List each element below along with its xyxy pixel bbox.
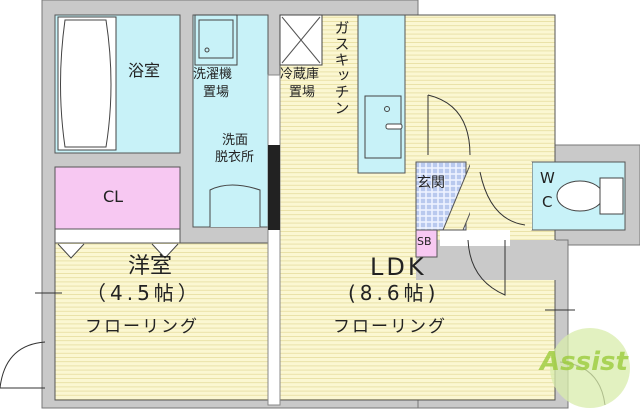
ldk-size: (8.6帖) — [348, 281, 440, 305]
gas-kitchen-label: ガスキッチン — [332, 20, 351, 116]
western-room-floor-label: フローリング — [85, 317, 199, 337]
bathroom-label: 浴室 — [128, 61, 161, 80]
washbasin — [209, 184, 261, 227]
closet — [54, 166, 181, 230]
western-room-size: （4.5帖） — [86, 281, 202, 305]
west-door — [0, 341, 46, 389]
logo-text: Assist — [540, 347, 628, 377]
washer-space — [194, 14, 238, 66]
ldk-floor-label: フローリング — [333, 317, 447, 337]
assist-logo — [550, 328, 630, 408]
entrance-label: 玄関 — [417, 175, 445, 191]
washer-label-1: 洗濯機 — [193, 67, 233, 82]
fridge-label-1: 冷蔵庫 — [280, 67, 320, 82]
wc-label-1: W — [540, 169, 555, 187]
fridge-label-2: 置場 — [289, 85, 316, 100]
wc-door — [479, 171, 526, 226]
wc-label-2: C — [542, 193, 553, 211]
washroom-label-2: 脱衣所 — [215, 150, 255, 165]
bathtub-basin — [60, 19, 112, 148]
ldk-door — [467, 239, 506, 296]
shoe-box-label: SB — [417, 235, 432, 248]
toilet — [556, 180, 604, 212]
closet-label: CL — [103, 187, 124, 206]
ldk-label: LDK — [370, 253, 427, 281]
western-room-floor — [54, 242, 269, 401]
shoe-box — [415, 229, 438, 258]
western-room-label: 洋室 — [128, 254, 173, 279]
washer-label-2: 置場 — [203, 85, 230, 100]
entrance-door — [427, 94, 471, 156]
washroom-label-1: 洗面 — [222, 133, 249, 148]
